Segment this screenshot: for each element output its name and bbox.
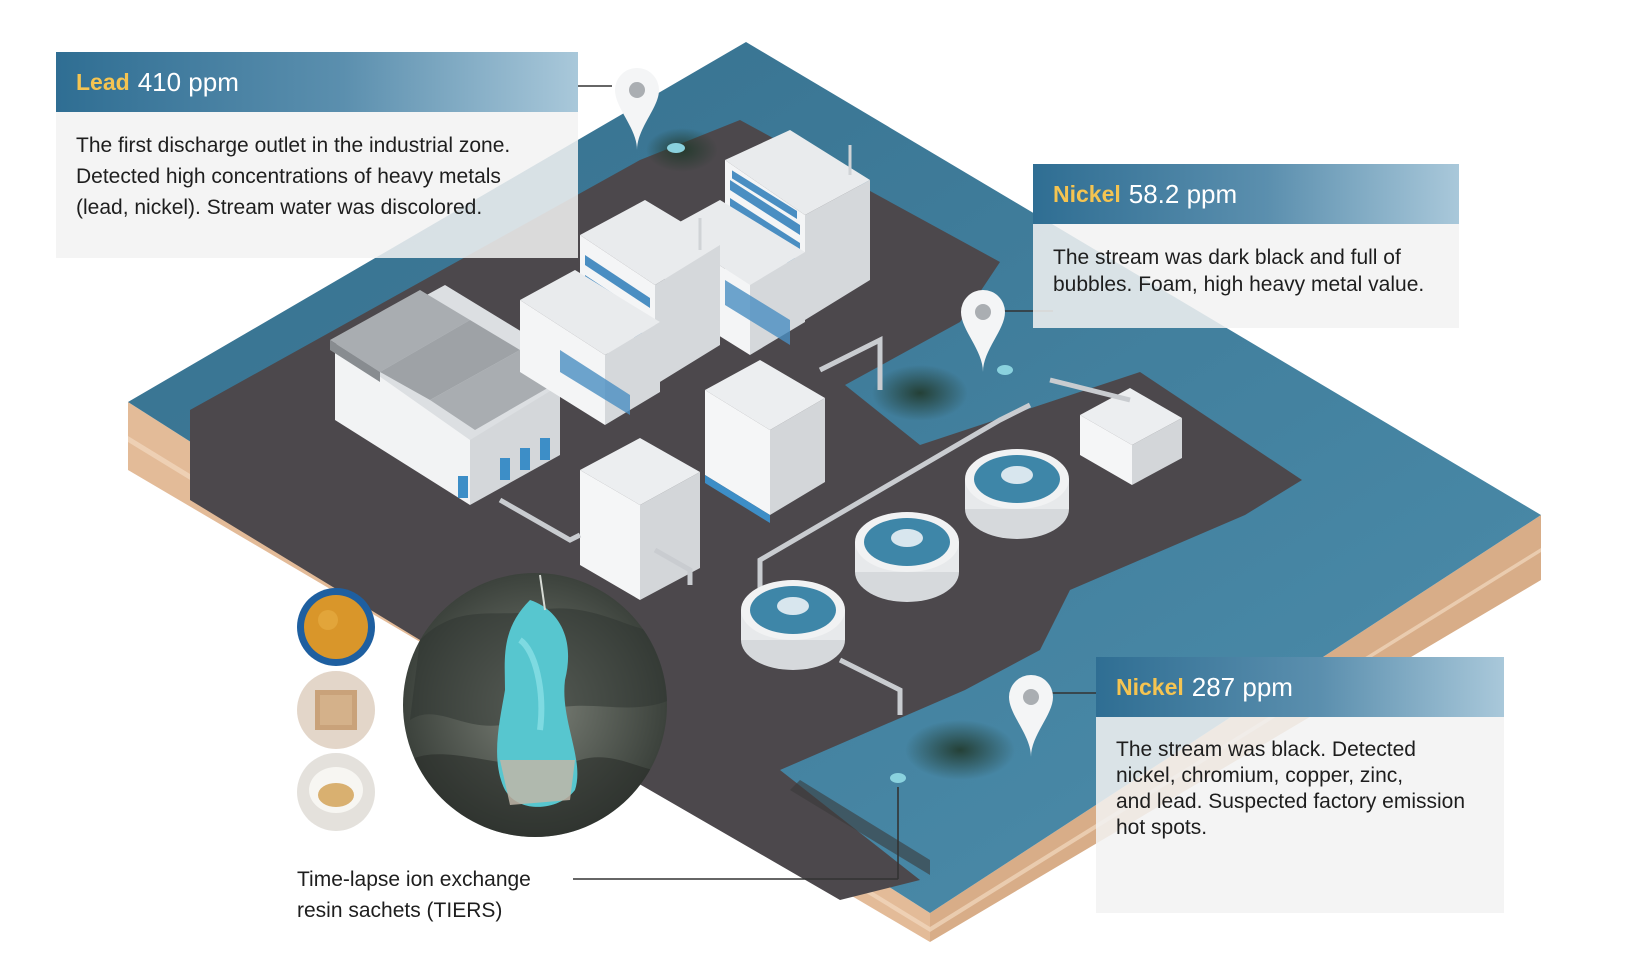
metal-name: Nickel	[1053, 180, 1121, 207]
callout-header: Nickel 287 ppm	[1096, 657, 1504, 717]
map-pin-icon	[961, 290, 1005, 372]
metal-name: Lead	[76, 68, 130, 95]
callout-lead: Lead 410 ppm The first discharge outlet …	[56, 52, 578, 258]
map-pin-icon	[615, 68, 659, 150]
callout-nickel-58: Nickel 58.2 ppm The stream was dark blac…	[1033, 164, 1459, 328]
tiers-underwater-photo	[403, 573, 667, 837]
tiers-caption: Time-lapse ion exchange resin sachets (T…	[297, 864, 531, 926]
description-line: The stream was black. Detected	[1116, 738, 1416, 761]
pipes	[498, 335, 1131, 715]
utility-buildings	[580, 360, 1182, 600]
concentration-value: 287 ppm	[1191, 671, 1293, 702]
map-pin-icon	[1009, 675, 1053, 757]
description-line: bubbles. Foam, high heavy metal value.	[1053, 273, 1425, 296]
callout-nickel-287: Nickel 287 ppm The stream was black. Det…	[1096, 657, 1504, 913]
outlet-marker	[997, 365, 1013, 375]
callout-description: The first discharge outlet in the indust…	[56, 112, 578, 258]
callout-description: The stream was black. Detected nickel, c…	[1096, 717, 1504, 913]
metal-name: Nickel	[1116, 673, 1184, 700]
description-line: The first discharge outlet in the indust…	[76, 134, 511, 157]
description-line: The stream was dark black and full of	[1053, 246, 1401, 269]
description-line: Detected high concentrations of heavy me…	[76, 165, 501, 188]
concentration-value: 58.2 ppm	[1128, 178, 1238, 209]
resin-sachet-photo	[297, 671, 375, 749]
resin-cup-photo	[297, 753, 375, 831]
description-line: hot spots.	[1116, 816, 1208, 839]
caption-line: resin sachets (TIERS)	[297, 899, 503, 922]
description-line: and lead. Suspected factory emission	[1116, 790, 1466, 813]
office-blocks	[520, 130, 870, 425]
callout-header: Lead 410 ppm	[56, 52, 578, 112]
callout-header: Nickel 58.2 ppm	[1033, 164, 1459, 224]
concentration-value: 410 ppm	[137, 66, 239, 97]
callout-description: The stream was dark black and full of bu…	[1033, 224, 1459, 328]
clarifier-tanks	[741, 449, 1069, 670]
description-line: (lead, nickel). Stream water was discolo…	[76, 196, 483, 219]
description-line: nickel, chromium, copper, zinc,	[1116, 764, 1404, 787]
outlet-marker	[890, 773, 906, 783]
warehouse	[330, 285, 565, 505]
resin-sample-bowl	[297, 588, 375, 666]
caption-line: Time-lapse ion exchange	[297, 868, 531, 891]
outlet-marker	[667, 143, 685, 153]
